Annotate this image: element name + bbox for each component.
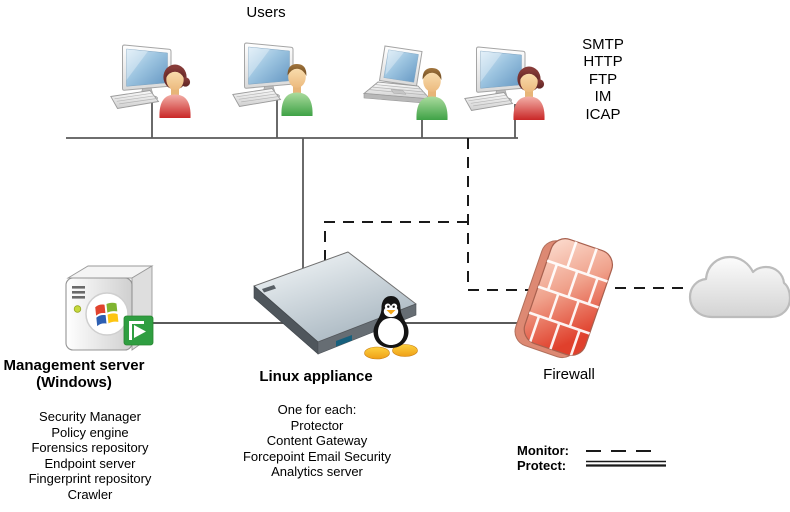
workstation-3 — [363, 45, 448, 120]
workstation-1 — [110, 44, 191, 118]
server-power-led — [73, 305, 82, 313]
protocol-item: FTP — [588, 70, 618, 88]
protocol-item: SMTP — [582, 36, 624, 53]
protocol-item: IM — [594, 88, 612, 106]
protocol-list: SMTP HTTP FTP IM ICAP — [582, 36, 624, 123]
linux-appliance-label: Linux appliance — [259, 368, 373, 385]
management-server-icon — [65, 265, 154, 351]
component-item: Content Gateway — [266, 433, 368, 448]
laptop-computer-icon — [363, 45, 431, 104]
protocol-item: HTTP — [583, 53, 623, 71]
component-item: Fingerprint repository — [28, 471, 152, 486]
component-list-header: One for each: — [277, 402, 357, 417]
management-server-label-line2: (Windows) — [36, 374, 112, 391]
management-server-label: Management server (Windows) — [4, 357, 145, 391]
component-item: Analytics server — [271, 464, 363, 479]
linux-appliance-icon — [253, 251, 418, 360]
forcepoint-logo-icon — [123, 315, 154, 346]
windows-logo-icon — [85, 292, 129, 336]
component-item: Crawler — [67, 486, 113, 502]
server-vents — [72, 286, 85, 299]
internet-cloud-icon — [688, 255, 790, 319]
legend-monitor-label: Monitor: — [517, 443, 569, 458]
component-item: Protector — [290, 417, 344, 433]
appliance-slot — [262, 285, 276, 293]
management-server-components: Security Manager Policy engine Forensics… — [29, 409, 152, 502]
firewall-mortar-lines — [528, 241, 608, 357]
desktop-computer-icon — [110, 44, 172, 109]
legend-protect-line-sample — [586, 460, 666, 467]
management-server-label-line1: Management server — [3, 357, 145, 374]
firewall-label: Firewall — [543, 366, 595, 383]
workstation-2 — [232, 42, 313, 116]
protocol-item: ICAP — [585, 105, 621, 123]
desktop-computer-icon — [232, 42, 294, 107]
monitor-line-to-appliance — [324, 221, 468, 262]
appliance-port — [336, 335, 352, 347]
workstation-4 — [464, 46, 545, 120]
component-item: Policy engine — [51, 424, 129, 440]
component-item: Forensics repository — [31, 440, 149, 455]
component-item: Forcepoint Email Security — [242, 448, 392, 464]
firewall-icon — [514, 238, 614, 359]
diagram-title: Users — [246, 4, 286, 21]
linux-appliance-components: One for each: Protector Content Gateway … — [243, 402, 391, 480]
tux-penguin-icon — [364, 296, 418, 360]
desktop-computer-icon — [464, 46, 526, 111]
legend-protect-label: Protect: — [517, 458, 567, 473]
component-item: Security Manager — [39, 409, 141, 424]
component-item: Endpoint server — [44, 455, 136, 471]
